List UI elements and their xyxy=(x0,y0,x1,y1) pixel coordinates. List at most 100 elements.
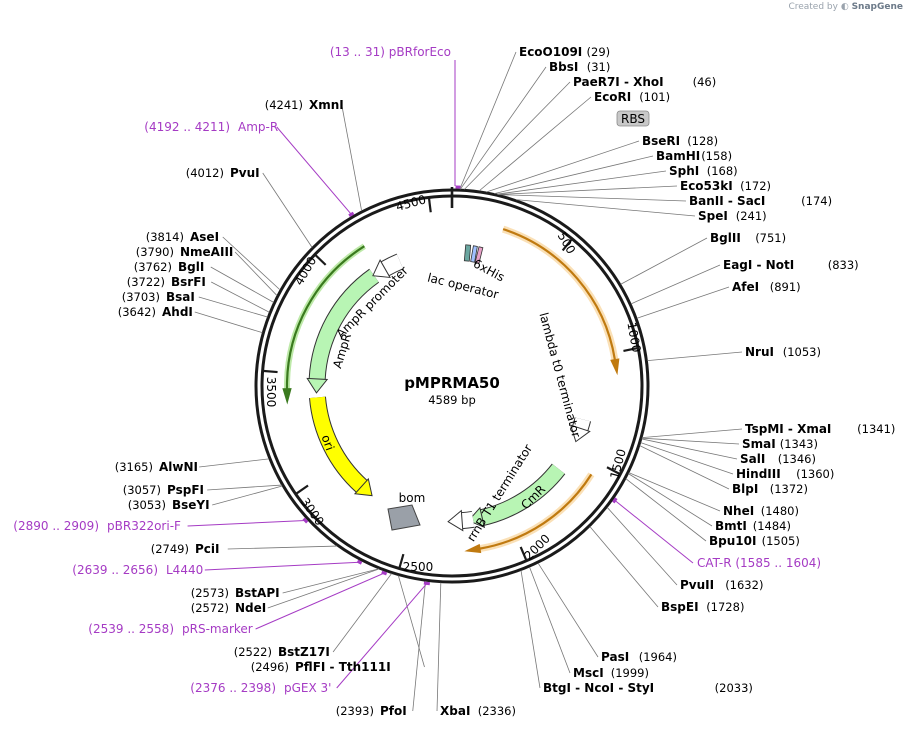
site-label-hindiii[interactable]: HindIII xyxy=(736,467,781,481)
site-label-bseyi[interactable]: BseYI xyxy=(172,498,210,512)
site-label-bpu10i[interactable]: Bpu10I xyxy=(709,534,756,548)
ori-arrowhead xyxy=(353,477,373,497)
site-label-bbsi[interactable]: BbsI xyxy=(549,60,578,74)
site-position: (3703) xyxy=(122,290,160,304)
site-label-alwni[interactable]: AlwNI xyxy=(159,460,198,474)
site-label-nmeaiii[interactable]: NmeAIII xyxy=(180,245,233,259)
leader-line xyxy=(282,568,379,594)
site-label-ahdi[interactable]: AhdI xyxy=(162,305,193,319)
primer-leader xyxy=(187,520,306,527)
site-label-bmti[interactable]: BmtI xyxy=(715,519,747,533)
leader-line xyxy=(222,236,281,291)
site-position: (1480) xyxy=(761,504,799,518)
leader-line xyxy=(486,140,640,193)
site-label-spei[interactable]: SpeI xyxy=(698,209,728,223)
site-position: (1346) xyxy=(778,452,816,466)
primer-label-cat-r[interactable]: CAT-R (1585 .. 1604) xyxy=(697,556,821,570)
bom-block xyxy=(387,504,421,531)
leader-line xyxy=(630,264,721,305)
site-label-xbai[interactable]: XbaI xyxy=(440,704,470,718)
site-label-bsai[interactable]: BsaI xyxy=(166,290,195,304)
leader-line xyxy=(529,566,571,674)
leader-lines xyxy=(187,51,743,712)
leader-line xyxy=(210,266,274,303)
site-label-bgli[interactable]: BglI xyxy=(178,260,204,274)
feature-label-6xhis: 6xHis xyxy=(471,256,507,284)
primer-label-l4440[interactable]: L4440 xyxy=(166,563,203,577)
site-position: (101) xyxy=(639,90,670,104)
cat-orange-arc xyxy=(479,473,593,550)
site-label-pasi[interactable]: PasI xyxy=(601,650,629,664)
site-label-nhei[interactable]: NheI xyxy=(723,504,754,518)
leader-line xyxy=(194,311,263,334)
site-label-bamhi[interactable]: BamHI xyxy=(656,149,700,163)
site-label-pfoi[interactable]: PfoI xyxy=(380,704,407,718)
leader-line xyxy=(212,485,283,506)
site-position: (2749) xyxy=(151,542,189,556)
site-label-bstapi[interactable]: BstAPI xyxy=(235,586,280,600)
site-label-banii-saci[interactable]: BanII - SacI xyxy=(689,194,765,208)
ori-arc xyxy=(310,396,367,492)
site-position: (1372) xyxy=(770,482,808,496)
ampr-thin-arrowhead xyxy=(282,388,292,405)
site-label-pcii[interactable]: PciI xyxy=(195,542,220,556)
leader-line xyxy=(198,296,268,318)
site-label-smai[interactable]: SmaI xyxy=(742,437,776,451)
primer-leader xyxy=(614,499,694,564)
site-label-afei[interactable]: AfeI xyxy=(732,280,759,294)
site-label-eco53ki[interactable]: Eco53kI xyxy=(680,179,733,193)
tick-label: 2500 xyxy=(403,560,434,574)
primer-mark xyxy=(348,211,355,217)
site-label-pvuii[interactable]: PvuII xyxy=(680,578,714,592)
site-label-sali[interactable]: SalI xyxy=(740,452,765,466)
leader-line xyxy=(628,473,713,527)
site-label-bglii[interactable]: BglII xyxy=(710,231,741,245)
leader-line xyxy=(606,507,678,586)
site-label-pspfi[interactable]: PspFI xyxy=(167,483,204,497)
primer-range: (4192 .. 4211) xyxy=(144,120,230,134)
primer-mark xyxy=(423,581,431,586)
primer-label-amp-r[interactable]: Amp-R xyxy=(238,120,278,134)
site-label-tspmi-xmai[interactable]: TspMI - XmaI xyxy=(745,422,831,436)
site-position: (174) xyxy=(801,194,832,208)
primer-range: (2890 .. 2909) xyxy=(13,519,99,533)
rbs-block xyxy=(470,245,478,263)
site-label-blpi[interactable]: BlpI xyxy=(732,482,758,496)
ampr-arc xyxy=(309,269,379,380)
primer-label-pbrforeco[interactable]: (13 .. 31) pBRforEco xyxy=(330,45,451,59)
site-label-ecoo109i[interactable]: EcoO109I xyxy=(519,45,582,59)
site-label-bstz17i[interactable]: BstZ17I xyxy=(278,645,330,659)
site-label-bsrfi[interactable]: BsrFI xyxy=(171,275,206,289)
site-label-paer7i-xhoi[interactable]: PaeR7I - XhoI xyxy=(573,75,664,89)
site-label-ecori[interactable]: EcoRI xyxy=(594,90,631,104)
site-label-pvui[interactable]: PvuI xyxy=(230,166,260,180)
primer-label-pgex-3[interactable]: pGEX 3' xyxy=(284,681,331,695)
leader-line xyxy=(640,442,734,475)
leader-line xyxy=(625,478,707,542)
site-label-bseri[interactable]: BseRI xyxy=(642,134,680,148)
his-block xyxy=(474,246,484,264)
primer-label-prs-marker[interactable]: pRS-marker xyxy=(182,622,253,636)
site-label-eagi-noti[interactable]: EagI - NotI xyxy=(723,258,794,272)
site-label-sphi[interactable]: SphI xyxy=(669,164,699,178)
site-position: (1999) xyxy=(611,666,649,680)
site-label-msci[interactable]: MscI xyxy=(573,666,604,680)
tick-label: 1000 xyxy=(624,321,643,354)
primer-label-pbr322ori-f[interactable]: pBR322ori-F xyxy=(107,519,181,533)
leader-line xyxy=(460,66,547,190)
features-layer xyxy=(282,185,620,586)
site-label-btgi-ncoi-styi[interactable]: BtgI - NcoI - StyI xyxy=(543,681,654,695)
site-label-nrui[interactable]: NruI xyxy=(745,345,774,359)
site-position: (2496) xyxy=(251,660,289,674)
lambda-small-arrowhead xyxy=(569,424,591,443)
credit-brand: SnapGene xyxy=(851,2,903,12)
plasmid-length: 4589 bp xyxy=(428,393,476,407)
site-label-ndei[interactable]: NdeI xyxy=(235,601,266,615)
site-label-asei[interactable]: AseI xyxy=(190,230,219,244)
site-position: (172) xyxy=(740,179,771,193)
site-label-bspei[interactable]: BspEI xyxy=(661,600,699,614)
site-label-pflfi-tth111i[interactable]: PflFI - Tth111I xyxy=(295,660,391,674)
site-label-xmni[interactable]: XmnI xyxy=(309,98,344,112)
leader-line xyxy=(464,81,571,190)
lambda-t0-arc-glow xyxy=(502,225,619,361)
